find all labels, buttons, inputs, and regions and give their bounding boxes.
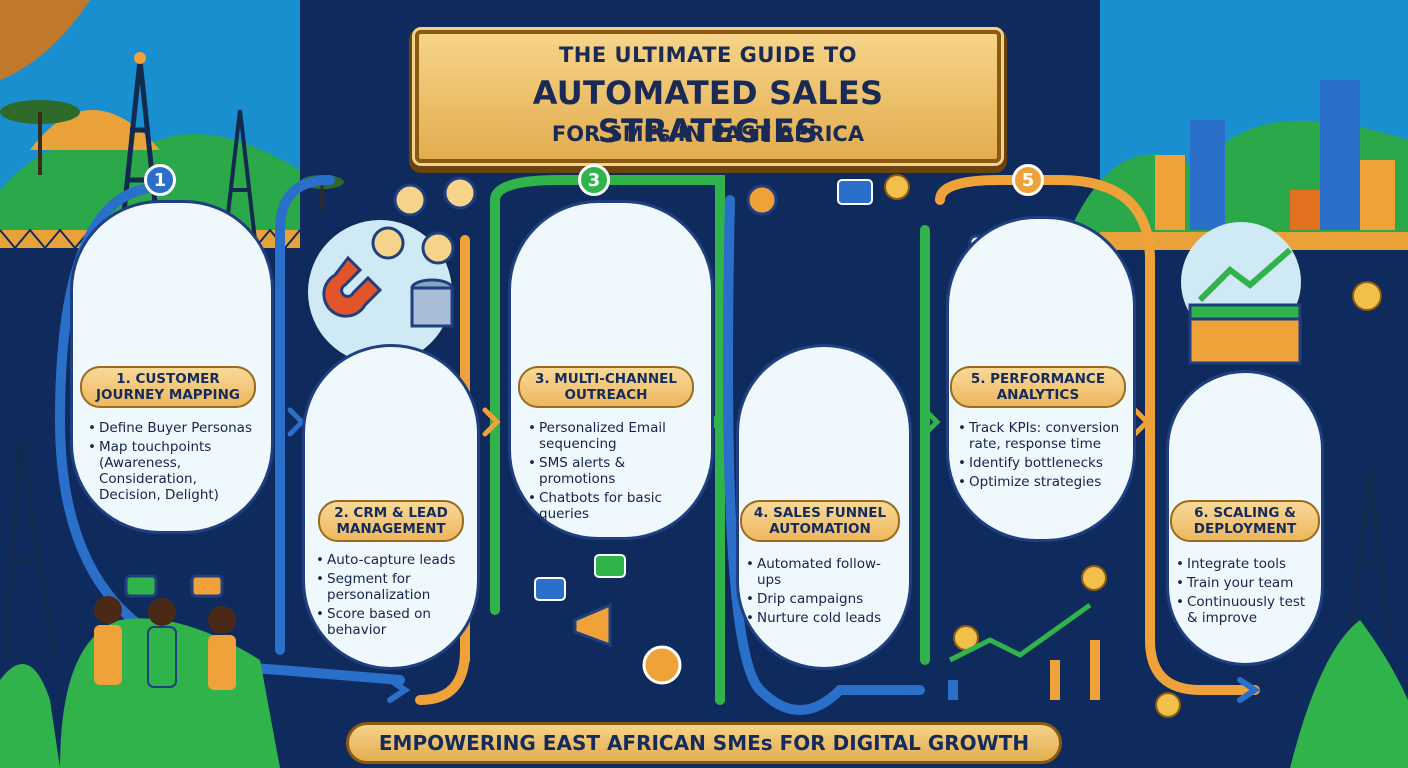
step-5-bullet-1: Track KPIs: conversion rate, response ti… [958,420,1126,452]
step-title-2: 2. CRM & LEAD MANAGEMENT [318,500,464,542]
step-title-4: 4. SALES FUNNEL AUTOMATION [740,500,900,542]
title-line-1: THE ULTIMATE GUIDE TO [558,43,858,67]
right-plants [0,620,1408,768]
step-1-bullet-2: Map touchpoints (Awareness, Consideratio… [88,439,258,503]
step-bullets-5: Track KPIs: conversion rate, response ti… [958,420,1126,493]
step-title-1: 1. CUSTOMER JOURNEY MAPPING [80,366,256,408]
step-bullets-3: Personalized Email sequencing SMS alerts… [528,420,696,525]
step-title-5: 5. PERFORMANCE ANALYTICS [950,366,1126,408]
step-title-3: 3. MULTI-CHANNEL OUTREACH [518,366,694,408]
step-title-6: 6. SCALING & DEPLOYMENT [1170,500,1320,542]
step-3-bullet-2: SMS alerts & promotions [528,455,696,487]
team-illustration [60,596,280,768]
step-5-bullet-2: Identify bottlenecks [958,455,1126,471]
step-6-bullet-2: Train your team [1176,575,1316,591]
step-6-bullet-3: Continuously test & improve [1176,594,1316,626]
step-bullets-2: Auto-capture leads Segment for personali… [316,552,466,641]
step-4-bullet-2: Drip campaigns [746,591,898,607]
coin-icon [884,174,1382,718]
step-2-bullet-2: Segment for personalization [316,571,466,603]
step-5-bullet-3: Optimize strategies [958,474,1126,490]
step-6-bullet-1: Integrate tools [1176,556,1316,572]
step-bullets-4: Automated follow-ups Drip campaigns Nurt… [746,556,898,629]
step-bullets-1: Define Buyer Personas Map touchpoints (A… [88,420,258,506]
step-2-bullet-3: Score based on behavior [316,606,466,638]
title-line-2: AUTOMATED SALES STRATEGIES [532,74,884,150]
step-number-badge-1: 1 [144,164,176,196]
step-1-bullet-1: Define Buyer Personas [88,420,258,436]
step-4-bullet-1: Automated follow-ups [746,556,898,588]
step-number-badge-3: 3 [578,164,610,196]
title-line-3: FOR SMEs IN EAST AFRICA [551,122,865,146]
step-bullets-6: Integrate tools Train your team Continuo… [1176,556,1316,629]
city-skyline-icon [1070,0,1408,250]
step-3-bullet-1: Personalized Email sequencing [528,420,696,452]
step-3-bullet-3: Chatbots for basic queries [528,490,696,522]
step-2-bullet-1: Auto-capture leads [316,552,466,568]
step-4-bullet-3: Nurture cold leads [746,610,898,626]
title-plaque: THE ULTIMATE GUIDE TO AUTOMATED SALES ST… [415,30,1001,163]
footer-banner: EMPOWERING EAST AFRICAN SMEs FOR DIGITAL… [346,722,1062,764]
step-number-badge-5: 5 [1012,164,1044,196]
